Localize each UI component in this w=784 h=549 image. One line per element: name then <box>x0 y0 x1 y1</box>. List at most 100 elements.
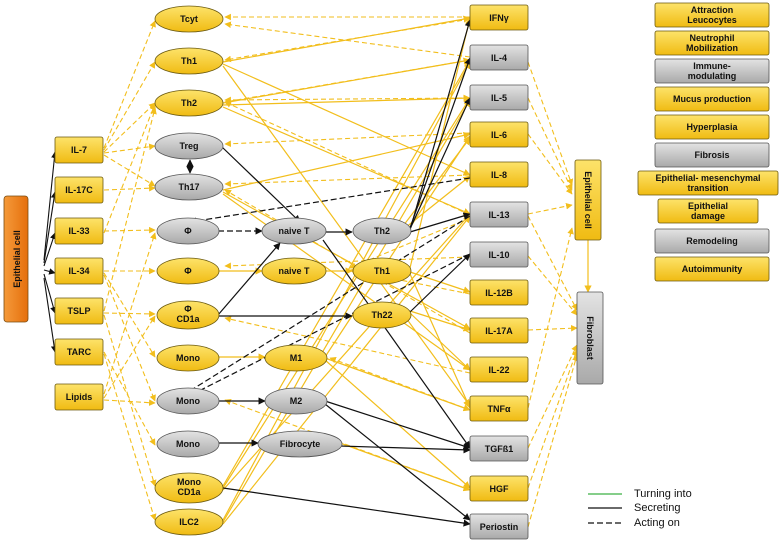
cytokine-il-17a[interactable]: IL-17A <box>469 317 529 344</box>
edge <box>409 253 471 313</box>
cytokine-tarc[interactable]: TARC <box>54 338 104 366</box>
effect-autoimmunity[interactable]: Autoimmunity <box>654 256 770 282</box>
edge <box>527 354 579 528</box>
cytokine-il-4[interactable]: IL-4 <box>469 44 529 71</box>
node-label: Th2 <box>374 226 390 236</box>
edge <box>224 189 471 334</box>
node-label: Attraction <box>691 5 734 15</box>
node-label: IL-17C <box>65 185 93 195</box>
node-label: Lipids <box>66 392 93 402</box>
node-label: Φ <box>184 304 192 314</box>
edge <box>527 202 573 215</box>
node-label: Neutrophil <box>690 33 735 43</box>
cell-th1-mid[interactable]: Th1 <box>352 257 412 285</box>
effect-fibrosis[interactable]: Fibrosis <box>654 142 770 168</box>
cytokine-il-13[interactable]: IL-13 <box>469 201 529 228</box>
protein-periostin[interactable]: Periostin <box>469 513 529 540</box>
cell-naive-t-yellow[interactable]: naive T <box>261 257 327 285</box>
cell-mono-gray-2[interactable]: Mono <box>156 430 220 458</box>
node-label: transition <box>687 183 728 193</box>
cytokine-il-34[interactable]: IL-34 <box>54 257 104 285</box>
cell-th2-mid[interactable]: Th2 <box>352 217 412 245</box>
cytokine-il-33[interactable]: IL-33 <box>54 217 104 245</box>
legend-label-secreting: Secreting <box>634 502 680 514</box>
cell-phi-gray[interactable]: Φ <box>156 217 220 245</box>
cell-th17[interactable]: Th17 <box>154 173 224 201</box>
epithelial-cell-right[interactable]: Epithelial cell <box>574 159 602 241</box>
edge <box>43 151 58 261</box>
cell-m2[interactable]: M2 <box>264 387 328 415</box>
node-label: Φ <box>184 226 192 236</box>
cell-tcyt[interactable]: Tcyt <box>154 5 224 33</box>
cytokine-il-12b[interactable]: IL-12B <box>469 279 529 306</box>
cytokine-hgf[interactable]: HGF <box>469 475 529 502</box>
cytokine-il-17c[interactable]: IL-17C <box>54 176 104 204</box>
cytokine-tnfa[interactable]: TNFα <box>469 395 529 422</box>
cell-m1[interactable]: M1 <box>264 344 328 372</box>
edge <box>409 19 472 231</box>
edge <box>527 215 578 311</box>
node-label: Remodeling <box>686 236 738 246</box>
edge <box>222 191 471 330</box>
node-label: IFNγ <box>489 13 509 23</box>
edge <box>222 106 471 215</box>
effect-immune-modulating[interactable]: Immune-modulating <box>654 58 770 84</box>
cell-fibrocyte[interactable]: Fibrocyte <box>257 430 343 458</box>
cytokine-ifng[interactable]: IFNγ <box>469 4 529 31</box>
cell-mono-yellow[interactable]: Mono <box>156 344 220 372</box>
fibroblast[interactable]: Fibroblast <box>576 291 604 385</box>
edge <box>184 253 471 399</box>
effect-remodeling[interactable]: Remodeling <box>654 228 770 254</box>
node-label: Th1 <box>374 266 390 276</box>
epithelial-cell-left[interactable]: Epithelial cell <box>3 195 29 323</box>
cytokine-il-10[interactable]: IL-10 <box>469 241 529 268</box>
cell-ilc2[interactable]: ILC2 <box>154 508 224 536</box>
node-label: Mono <box>176 353 200 363</box>
cell-naive-t-gray[interactable]: naive T <box>261 217 327 245</box>
edge <box>184 215 471 395</box>
cytokine-il-5[interactable]: IL-5 <box>469 84 529 111</box>
node-label: Mono <box>177 477 201 487</box>
cytokine-tgfb1[interactable]: TGFß1 <box>469 435 529 462</box>
edge <box>527 133 573 195</box>
edge <box>222 487 471 527</box>
node-label: IL-13 <box>488 210 509 220</box>
edge <box>409 212 471 233</box>
edge <box>222 15 471 63</box>
cell-mono-gray-1[interactable]: Mono <box>156 387 220 415</box>
lipids[interactable]: Lipids <box>54 383 104 411</box>
edge <box>527 97 573 191</box>
cell-th1-top[interactable]: Th1 <box>154 47 224 75</box>
node-label: IL-10 <box>488 250 509 260</box>
cell-th22[interactable]: Th22 <box>352 301 412 329</box>
cytokine-il-22[interactable]: IL-22 <box>469 356 529 383</box>
cell-treg[interactable]: Treg <box>154 132 224 160</box>
cell-th2-top[interactable]: Th2 <box>154 89 224 117</box>
edge <box>103 107 157 312</box>
node-label: TARC <box>67 347 92 357</box>
node-label: Fibrocyte <box>280 439 321 449</box>
edge <box>103 102 156 153</box>
effect-mucus-production[interactable]: Mucus production <box>654 86 770 112</box>
edge <box>189 177 471 225</box>
effect-hyperplasia[interactable]: Hyperplasia <box>654 114 770 140</box>
legend-label-acting-on: Acting on <box>634 517 680 529</box>
cytokine-il-6[interactable]: IL-6 <box>469 121 529 148</box>
node-label: Th2 <box>181 98 197 108</box>
node-label: Fibrosis <box>694 150 729 160</box>
node-label: TGFß1 <box>485 444 514 454</box>
cytokine-il-8[interactable]: IL-8 <box>469 161 529 188</box>
cytokine-il-7[interactable]: IL-7 <box>54 136 104 164</box>
edge <box>409 57 472 229</box>
node-label: Treg <box>179 141 198 151</box>
cell-phi-yellow[interactable]: Φ <box>156 257 220 285</box>
cytokine-tslp[interactable]: TSLP <box>54 297 104 325</box>
node-label: CD1a <box>177 487 201 497</box>
node-label: Th1 <box>181 56 197 66</box>
